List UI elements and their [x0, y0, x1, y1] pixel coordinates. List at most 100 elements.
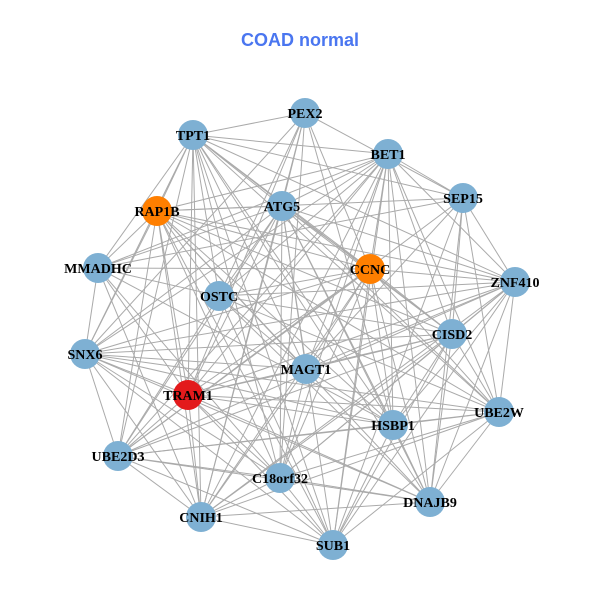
- edge: [218, 295, 453, 335]
- edge: [200, 205, 283, 518]
- edge: [429, 281, 516, 503]
- edges-layer: [84, 112, 516, 546]
- node-label: TPT1: [176, 129, 210, 144]
- node-ube2d3: UBE2D3: [92, 441, 144, 471]
- node-cisd2: CISD2: [432, 319, 472, 349]
- edge: [97, 267, 371, 270]
- edge: [187, 368, 307, 396]
- edge: [200, 411, 500, 518]
- edge: [84, 353, 307, 370]
- edge: [187, 394, 334, 546]
- edge: [305, 268, 371, 370]
- edge: [218, 295, 431, 503]
- edge: [187, 394, 202, 518]
- node-label: C18orf32: [252, 472, 308, 487]
- edge: [97, 205, 283, 269]
- edge: [187, 112, 306, 396]
- node-sub1: SUB1: [316, 530, 350, 560]
- edge: [97, 153, 389, 269]
- edge: [279, 205, 283, 479]
- edge: [218, 295, 307, 370]
- node-label: BET1: [370, 148, 405, 163]
- edge: [279, 112, 306, 479]
- edge: [369, 268, 516, 283]
- edge: [332, 424, 394, 546]
- edge: [192, 134, 464, 199]
- node-circle: [448, 183, 478, 213]
- edge: [192, 134, 334, 546]
- edge: [84, 353, 202, 518]
- edge: [218, 268, 371, 297]
- edge: [218, 295, 334, 546]
- node-circle: [373, 139, 403, 169]
- edge: [279, 368, 307, 479]
- node-circle: [500, 267, 530, 297]
- edge: [187, 134, 194, 396]
- edge: [156, 205, 283, 212]
- node-znf410: ZNF410: [491, 267, 540, 297]
- edge: [200, 516, 334, 546]
- edge: [84, 205, 283, 355]
- node-label: PEX2: [288, 107, 323, 122]
- node-circle: [265, 463, 295, 493]
- node-circle: [70, 339, 100, 369]
- edge: [462, 197, 500, 413]
- node-circle: [103, 441, 133, 471]
- edge: [429, 197, 464, 503]
- edge: [387, 153, 394, 426]
- edge: [156, 210, 220, 297]
- node-bet1: BET1: [370, 139, 406, 169]
- edge: [279, 268, 371, 479]
- node-label: MMADHC: [64, 262, 132, 277]
- edge: [84, 281, 516, 355]
- node-magt1: MAGT1: [281, 354, 331, 384]
- node-label: HSBP1: [371, 419, 415, 434]
- edge: [279, 153, 389, 479]
- node-label: RAP1B: [134, 205, 179, 220]
- edge: [332, 411, 500, 546]
- edge: [218, 153, 389, 297]
- node-circle: [267, 191, 297, 221]
- edge: [462, 197, 516, 283]
- edge: [192, 112, 306, 136]
- node-circle: [291, 354, 321, 384]
- node-label: CNIH1: [179, 511, 223, 526]
- edge: [156, 210, 281, 479]
- edge: [218, 112, 306, 297]
- edge: [84, 353, 334, 546]
- node-ube2w: UBE2W: [474, 397, 524, 427]
- edge: [305, 368, 394, 426]
- node-cnih1: CNIH1: [179, 502, 223, 532]
- edge: [156, 153, 389, 212]
- edge: [187, 394, 431, 503]
- edge: [305, 153, 389, 370]
- node-circle: [378, 410, 408, 440]
- node-dnajb9: DNAJB9: [403, 487, 457, 517]
- node-atg5: ATG5: [264, 191, 300, 221]
- edge: [429, 411, 500, 503]
- edge: [281, 205, 500, 413]
- edge: [369, 268, 431, 503]
- node-circle: [186, 502, 216, 532]
- edge: [387, 153, 516, 283]
- edge: [187, 394, 281, 479]
- edge: [117, 333, 453, 457]
- node-circle: [355, 254, 385, 284]
- edge: [117, 210, 158, 457]
- edge: [200, 268, 371, 518]
- node-label: ZNF410: [491, 276, 540, 291]
- node-circle: [318, 530, 348, 560]
- node-label: DNAJB9: [403, 496, 457, 511]
- edge: [117, 295, 220, 457]
- edge: [192, 134, 281, 479]
- node-ostc: OSTC: [200, 281, 238, 311]
- edge: [156, 210, 500, 413]
- edge: [84, 268, 371, 355]
- node-circle: [415, 487, 445, 517]
- edge: [97, 267, 394, 426]
- edge: [281, 205, 516, 283]
- edge: [387, 153, 453, 335]
- edge: [498, 281, 516, 413]
